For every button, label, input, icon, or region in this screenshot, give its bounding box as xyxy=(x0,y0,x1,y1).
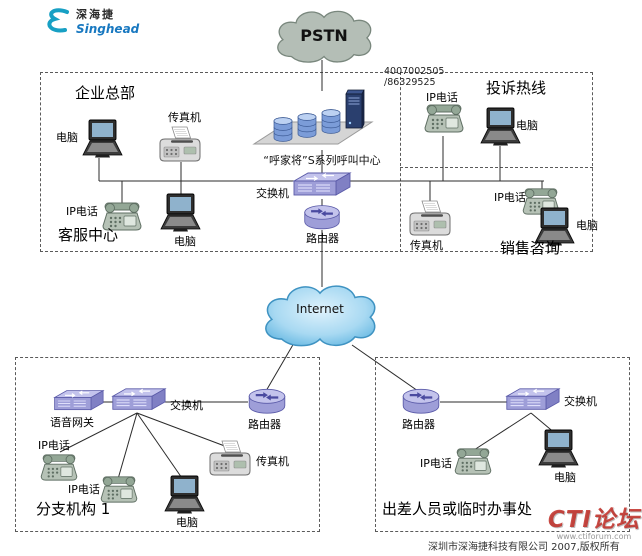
branch-switch-label: 交换机 xyxy=(170,399,203,412)
cs-ipphone-label: IP电话 xyxy=(66,205,98,218)
hq-computer-label: 电脑 xyxy=(56,131,78,144)
travel-ipphone-icon xyxy=(454,446,492,476)
pstn-label: PSTN xyxy=(300,26,348,45)
sales-fax-label: 传真机 xyxy=(410,239,443,252)
hq-fax-icon xyxy=(156,126,204,164)
branch-switch-to-phone2-line xyxy=(117,412,138,480)
callcenter-caption: “呼家将”S系列呼叫中心 xyxy=(263,154,381,167)
internet-label: Internet xyxy=(296,302,344,316)
hotline-number-1: 4007002505 xyxy=(384,66,445,77)
travel-switch-to-phone-line xyxy=(473,412,532,451)
branch-title: 分支机构 1 xyxy=(36,500,111,518)
branch-switch-to-fax-line xyxy=(136,412,231,449)
hq-title: 企业总部 xyxy=(75,84,136,102)
travel-router-icon xyxy=(400,386,442,416)
forum-watermark: CTI论坛 www.ctiforum.com xyxy=(548,500,640,541)
complaint-ipphone-label: IP电话 xyxy=(426,91,458,104)
cs-laptop-icon xyxy=(158,192,202,234)
internet-to-branch-router-line xyxy=(265,342,295,392)
hotline-numbers: 4007002505 /86329525 xyxy=(384,66,444,88)
travel-router-label: 路由器 xyxy=(402,418,435,431)
sales-ipphone-label: IP电话 xyxy=(494,191,526,204)
travel-ipphone-label: IP电话 xyxy=(420,457,452,470)
branch-switch-to-laptop-line xyxy=(136,412,185,482)
hq-computer-icon xyxy=(80,118,124,160)
hq-fax-label: 传真机 xyxy=(168,111,201,124)
sales-fax-icon xyxy=(406,200,454,238)
branch-ipphone1-label: IP电话 xyxy=(38,439,70,452)
forum-watermark-title: CTI论坛 xyxy=(547,507,640,533)
logo-company-name: 深海捷 xyxy=(76,8,115,21)
cs-laptop-label: 电脑 xyxy=(174,235,196,248)
branch-gateway-icon xyxy=(50,388,106,414)
complaint-laptop-label: 电脑 xyxy=(516,119,538,132)
branch-fax-icon xyxy=(206,440,254,478)
hq-router-icon xyxy=(302,202,342,232)
complaint-hotline-title: 投诉热线 xyxy=(486,79,547,97)
complaint-ipphone-icon xyxy=(424,102,464,134)
branch-fax-label: 传真机 xyxy=(256,455,289,468)
travel-laptop-label: 电脑 xyxy=(554,471,576,484)
hq-right-separator xyxy=(400,72,401,252)
travel-switch-icon xyxy=(502,386,562,414)
sales-laptop-label: 电脑 xyxy=(576,219,598,232)
hq-switch-icon xyxy=(290,170,352,200)
branch-boundary xyxy=(15,357,320,532)
branch-laptop-label: 电脑 xyxy=(176,516,198,529)
logo-s-icon xyxy=(47,8,69,33)
callcenter-server-icon xyxy=(252,84,374,152)
hotline-number-2: /86329525 xyxy=(384,77,436,88)
branch-gateway-label: 语音网关 xyxy=(50,416,94,429)
hq-router-label: 路由器 xyxy=(306,232,339,245)
branch-router-label: 路由器 xyxy=(248,418,281,431)
branch-switch-icon xyxy=(108,386,168,414)
hq-switch-label: 交换机 xyxy=(256,187,289,200)
travel-office-boundary xyxy=(375,357,630,532)
copyright-text: 深圳市深海捷科技有限公司 2007,版权所有 xyxy=(428,542,620,553)
forum-watermark-url: www.ctiforum.com xyxy=(556,532,632,541)
branch-laptop-icon xyxy=(162,474,206,516)
branch-ipphone2-label: IP电话 xyxy=(68,483,100,496)
travel-laptop-icon xyxy=(536,428,580,470)
sales-title: 销售咨询 xyxy=(500,239,561,257)
travel-switch-label: 交换机 xyxy=(564,395,597,408)
complaint-sales-separator xyxy=(400,167,593,168)
company-logo: 深海捷 Singhead xyxy=(42,6,139,36)
internet-to-travel-router-line xyxy=(351,344,419,392)
hq-boundary xyxy=(40,72,593,252)
travel-office-title: 出差人员或临时办事处 xyxy=(382,500,533,518)
customer-service-title: 客服中心 xyxy=(58,226,119,244)
logo-brand-name: Singhead xyxy=(76,22,140,36)
branch-ipphone1-icon xyxy=(40,452,78,482)
branch-router-icon xyxy=(246,386,288,416)
branch-switch-to-phone1-line xyxy=(59,412,138,453)
